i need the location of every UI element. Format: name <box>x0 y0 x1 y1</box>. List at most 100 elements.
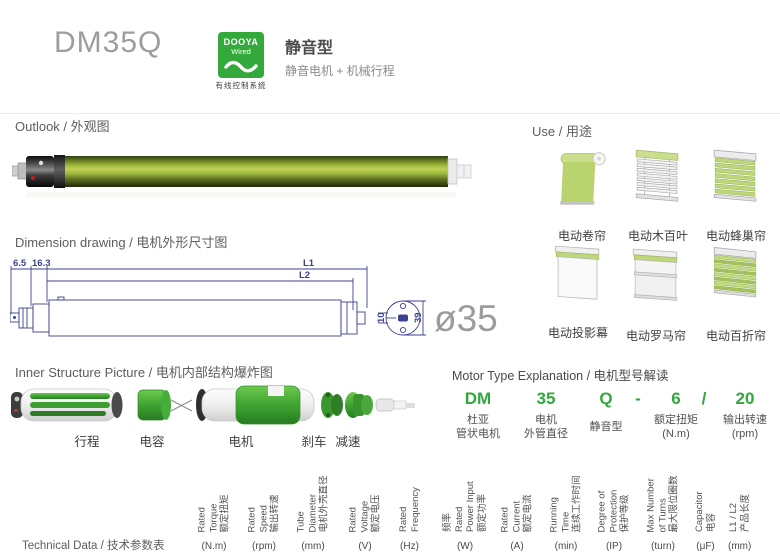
table-column-max-turns: Max Number of Turns 最大限位圈数 (turn) <box>646 468 680 558</box>
logo-brand-text: DOOYA <box>223 37 259 47</box>
bracket-hole <box>13 316 16 319</box>
code-6-desc: 额定扭矩 (N.m) <box>654 414 698 440</box>
pleated-blind-icon <box>713 247 757 298</box>
column-unit: (rpm) <box>252 541 276 552</box>
column-header: Capacitor 电容 <box>694 491 717 532</box>
code-20-desc: 输出转速 (rpm) <box>723 414 767 440</box>
use-item-label: 电动投影幕 <box>547 326 608 340</box>
column-header: 频率 Rated Power Input 额定功率 <box>442 481 488 532</box>
dim-16-3: 16.3 <box>32 258 51 269</box>
use-item-label: 电动罗马帘 <box>625 329 686 343</box>
table-column-rated-current: Rated Current 额定电流 (A) <box>500 468 534 558</box>
logo-caption: 有线控制系统 <box>215 81 267 90</box>
outlook-section-heading: Outlook / 外观图 <box>15 119 110 134</box>
projection-screen-icon <box>554 245 600 300</box>
column-header: Max Number of Turns 最大限位圈数 <box>645 474 680 532</box>
table-column-rated-power: 频率 Rated Power Input 额定功率 (W) <box>442 468 488 558</box>
dim-10: 10 <box>376 312 387 323</box>
code-dm: DM <box>464 389 492 408</box>
use-item-label: 电动蜂巢帘 <box>705 229 766 243</box>
code-slash: / <box>701 389 707 408</box>
column-header: Rated Voltage 额定电压 <box>347 493 382 532</box>
column-unit: (mm) <box>301 541 325 552</box>
part-label-travel: 行程 <box>74 435 100 449</box>
column-header: Rated Frequency <box>398 487 421 532</box>
dim-39: 39 <box>413 312 424 323</box>
code-35: 35 <box>536 389 556 408</box>
table-column-protection: Degree of Protection 保护等级 (IP) <box>597 468 631 558</box>
motor-tube <box>65 156 448 187</box>
wave-icon <box>224 60 258 73</box>
shaft-cross-section <box>398 314 408 322</box>
column-header: Tube Diameter 电机外壳直径 <box>295 474 330 532</box>
exploded-view-image <box>11 385 415 425</box>
column-header: Rated Torque 额定扭矩 <box>196 493 231 532</box>
table-column-capacitor: Capacitor 电容 (μF) <box>694 468 717 558</box>
use-item-label: 电动卷帘 <box>557 229 606 243</box>
column-header: Running Time 连续工作时间 <box>548 474 583 532</box>
column-header: L1 / L2 产品长度 <box>728 493 751 532</box>
honeycomb-blind-icon <box>713 149 757 202</box>
wood-venetian-icon <box>635 149 679 202</box>
table-column-tube-diameter: Tube Diameter 电机外壳直径 (mm) <box>296 468 330 558</box>
use-item-wood-venetian: 电动木百叶 <box>616 146 700 244</box>
use-item-honeycomb: 电动蜂巢帘 <box>694 146 778 244</box>
code-q-desc: 静音型 <box>589 421 623 433</box>
use-item-label: 电动木百叶 <box>627 229 688 243</box>
motor-head <box>26 156 54 187</box>
motor-type-section-heading: Motor Type Explanation / 电机型号解读 <box>452 369 669 383</box>
mounting-bracket <box>12 162 28 180</box>
column-unit: (turn) <box>651 541 675 552</box>
column-unit: (A) <box>510 541 524 552</box>
motor-type-subtitle: 静音电机 + 机械行程 <box>285 64 395 78</box>
code-dash: - <box>635 389 641 408</box>
dim-l1: L1 <box>303 258 315 269</box>
table-column-rated-speed: Rated Speed 输出转速 (rpm) <box>247 468 281 558</box>
column-unit: (μF) <box>696 541 715 552</box>
dim-l2: L2 <box>299 270 310 281</box>
part-label-motor: 电机 <box>228 435 254 449</box>
technical-section-heading: Technical Data / 技术参数表 <box>22 540 165 552</box>
use-item-projection: 电动投影幕 <box>536 243 620 341</box>
code-dm-desc: 杜亚 管状电机 <box>456 414 500 440</box>
part-label-capacitor: 电容 <box>139 435 165 449</box>
logo-sub-text: Wired <box>231 47 251 56</box>
use-item-pleated: 电动百折帘 <box>694 246 778 344</box>
table-column-length: L1 / L2 产品长度 (mm) <box>728 468 751 558</box>
column-header: Rated Current 额定电流 <box>499 493 534 532</box>
code-6: 6 <box>671 389 681 408</box>
column-unit: (V) <box>358 541 372 552</box>
travel-unit-part <box>11 388 123 422</box>
table-column-running-time: Running Time 连续工作时间 (min) <box>549 468 583 558</box>
head-red-dot <box>31 176 35 180</box>
capacitor-part <box>137 389 193 421</box>
column-header: Degree of Protection 保护等级 <box>596 489 631 532</box>
dimension-drawing: 6.5 16.3 L1 L2 10 39 ø35 <box>10 258 498 339</box>
technical-table: Rated Torque 额定扭矩 (N.m) Rated Speed 输出转速… <box>0 468 780 558</box>
motor-part <box>196 385 315 425</box>
use-item-roman: 电动罗马帘 <box>614 246 698 344</box>
header-divider <box>0 113 780 114</box>
table-column-rated-frequency: Rated Frequency (Hz) <box>398 468 421 558</box>
roller-blind-icon <box>560 152 606 205</box>
page-title: DM35Q <box>54 26 163 59</box>
code-35-desc: 电机 外管直径 <box>524 414 568 440</box>
use-item-label: 电动百折帘 <box>705 329 766 343</box>
column-header: Rated Speed 输出转速 <box>246 493 281 532</box>
table-column-rated-voltage: Rated Voltage 额定电压 (V) <box>348 468 382 558</box>
use-section-heading: Use / 用途 <box>532 124 592 139</box>
dim-6-5: 6.5 <box>13 258 27 269</box>
code-20: 20 <box>735 389 755 408</box>
column-unit: (Hz) <box>400 541 419 552</box>
inner-section-heading: Inner Structure Picture / 电机内部结构爆炸图 <box>15 365 273 380</box>
part-label-brake: 刹车 <box>301 435 327 449</box>
roman-blind-icon <box>632 248 678 301</box>
motor-type-title: 静音型 <box>285 40 334 57</box>
motor-outlook-image <box>12 155 472 198</box>
motor-collar <box>54 155 65 188</box>
head-button <box>38 160 44 166</box>
reduction-gear-part <box>345 392 373 418</box>
brake-part <box>321 392 343 418</box>
part-label-reduction: 减速 <box>335 435 361 449</box>
drive-crown <box>447 158 458 185</box>
